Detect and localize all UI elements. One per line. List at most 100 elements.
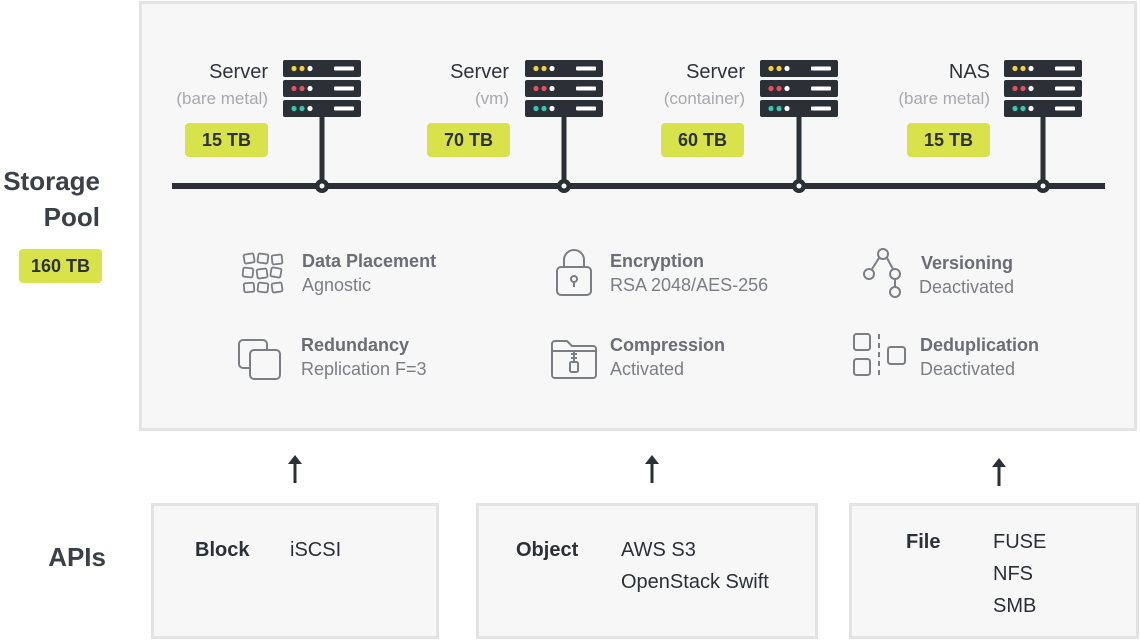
- server-led: [768, 85, 774, 92]
- api-name: Block: [195, 539, 250, 561]
- node-capacity-badge[interactable]: 60 TB: [661, 123, 744, 157]
- feature-value: Agnostic: [302, 275, 372, 295]
- lock-icon: [556, 249, 592, 296]
- arrow-up-icon: [645, 455, 659, 483]
- api-box-object[interactable]: [476, 503, 818, 639]
- feature-title: Redundancy: [301, 335, 410, 355]
- server-led: [541, 85, 547, 92]
- dedup-icon: [853, 333, 906, 377]
- server-led: [541, 65, 547, 72]
- server-led: [299, 65, 305, 72]
- feature-title: Data Placement: [302, 251, 437, 271]
- server-unit: [525, 80, 603, 97]
- server-led: [1028, 105, 1034, 112]
- node-subtitle: (container): [663, 89, 745, 108]
- server-led: [1028, 65, 1034, 72]
- server-drive-slot: [334, 86, 354, 91]
- server-drive-slot: [811, 86, 831, 91]
- node-subtitle: (bare metal): [898, 89, 990, 108]
- feature-value: Deactivated: [919, 277, 1015, 297]
- node-capacity-badge[interactable]: 15 TB: [185, 123, 268, 157]
- feature-title: Deduplication: [920, 335, 1040, 355]
- server-led: [1012, 85, 1018, 92]
- server-led: [533, 85, 539, 92]
- server-led: [307, 85, 313, 92]
- server-unit: [283, 80, 361, 97]
- server-drive-slot: [811, 106, 831, 111]
- server-drive-slot: [334, 66, 354, 71]
- server-led: [307, 65, 313, 72]
- server-unit: [1004, 80, 1082, 97]
- node-name: Server: [686, 61, 745, 83]
- server-led: [1012, 105, 1018, 112]
- server-led: [784, 85, 790, 92]
- grid-icon: [241, 252, 284, 294]
- server-unit: [1004, 100, 1082, 117]
- server-unit: [760, 60, 838, 77]
- server-led: [768, 65, 774, 72]
- feature-value: Activated: [610, 359, 685, 379]
- branch-icon: [863, 248, 901, 298]
- bus-junction-center: [561, 183, 567, 189]
- server-unit: [525, 60, 603, 77]
- feature-value: Replication F=3: [301, 359, 427, 379]
- server-led: [549, 65, 555, 72]
- server-led: [1012, 65, 1018, 72]
- server-led: [549, 85, 555, 92]
- copies-icon: [238, 339, 281, 380]
- bus-junction-center: [319, 183, 325, 189]
- server-led: [776, 105, 782, 112]
- server-drive-slot: [576, 66, 596, 71]
- node-name: Server: [209, 61, 268, 83]
- server-led: [299, 85, 305, 92]
- server-led: [1028, 85, 1034, 92]
- server-rack-icon[interactable]: [283, 60, 361, 193]
- server-drive-slot: [1055, 106, 1075, 111]
- node-capacity-badge[interactable]: 70 TB: [427, 123, 510, 157]
- server-led: [784, 65, 790, 72]
- node-capacity-badge[interactable]: 15 TB: [907, 123, 990, 157]
- api-protocol: OpenStack Swift: [621, 571, 769, 593]
- node-subtitle: (vm): [475, 89, 509, 108]
- server-rack-icon[interactable]: [760, 60, 838, 193]
- feature-value: Deactivated: [920, 359, 1016, 379]
- feature-title: Compression: [610, 335, 726, 355]
- server-unit: [283, 60, 361, 77]
- server-drive-slot: [576, 86, 596, 91]
- server-led: [307, 105, 313, 112]
- server-led: [533, 65, 539, 72]
- server-led: [1020, 105, 1026, 112]
- apis-label: APIs: [48, 542, 106, 572]
- api-protocol: FUSE: [993, 531, 1047, 553]
- server-led: [1020, 65, 1026, 72]
- bus-junction-center: [796, 183, 802, 189]
- server-led: [549, 105, 555, 112]
- server-led: [541, 105, 547, 112]
- server-led: [291, 65, 297, 72]
- server-drive-slot: [576, 106, 596, 111]
- server-rack-icon[interactable]: [525, 60, 603, 193]
- api-box-file[interactable]: [849, 503, 1139, 639]
- server-unit: [760, 80, 838, 97]
- server-led: [533, 105, 539, 112]
- server-led: [291, 105, 297, 112]
- zip-folder-icon: [551, 340, 597, 379]
- server-led: [784, 105, 790, 112]
- server-unit: [760, 100, 838, 117]
- pool-capacity-badge: 160 TB: [19, 249, 102, 283]
- server-led: [768, 105, 774, 112]
- api-box-block[interactable]: [151, 503, 439, 639]
- server-unit: [283, 100, 361, 117]
- api-protocol: iSCSI: [290, 539, 342, 561]
- api-protocol: NFS: [993, 563, 1033, 585]
- feature-value: RSA 2048/AES-256: [610, 275, 769, 295]
- server-rack-icon[interactable]: [1004, 60, 1082, 193]
- server-led: [776, 65, 782, 72]
- server-led: [776, 85, 782, 92]
- bus-junction-center: [1040, 183, 1046, 189]
- storage-pool-label: Storage Pool: [3, 166, 100, 232]
- server-led: [291, 85, 297, 92]
- api-name: File: [906, 531, 941, 553]
- server-led: [1020, 85, 1026, 92]
